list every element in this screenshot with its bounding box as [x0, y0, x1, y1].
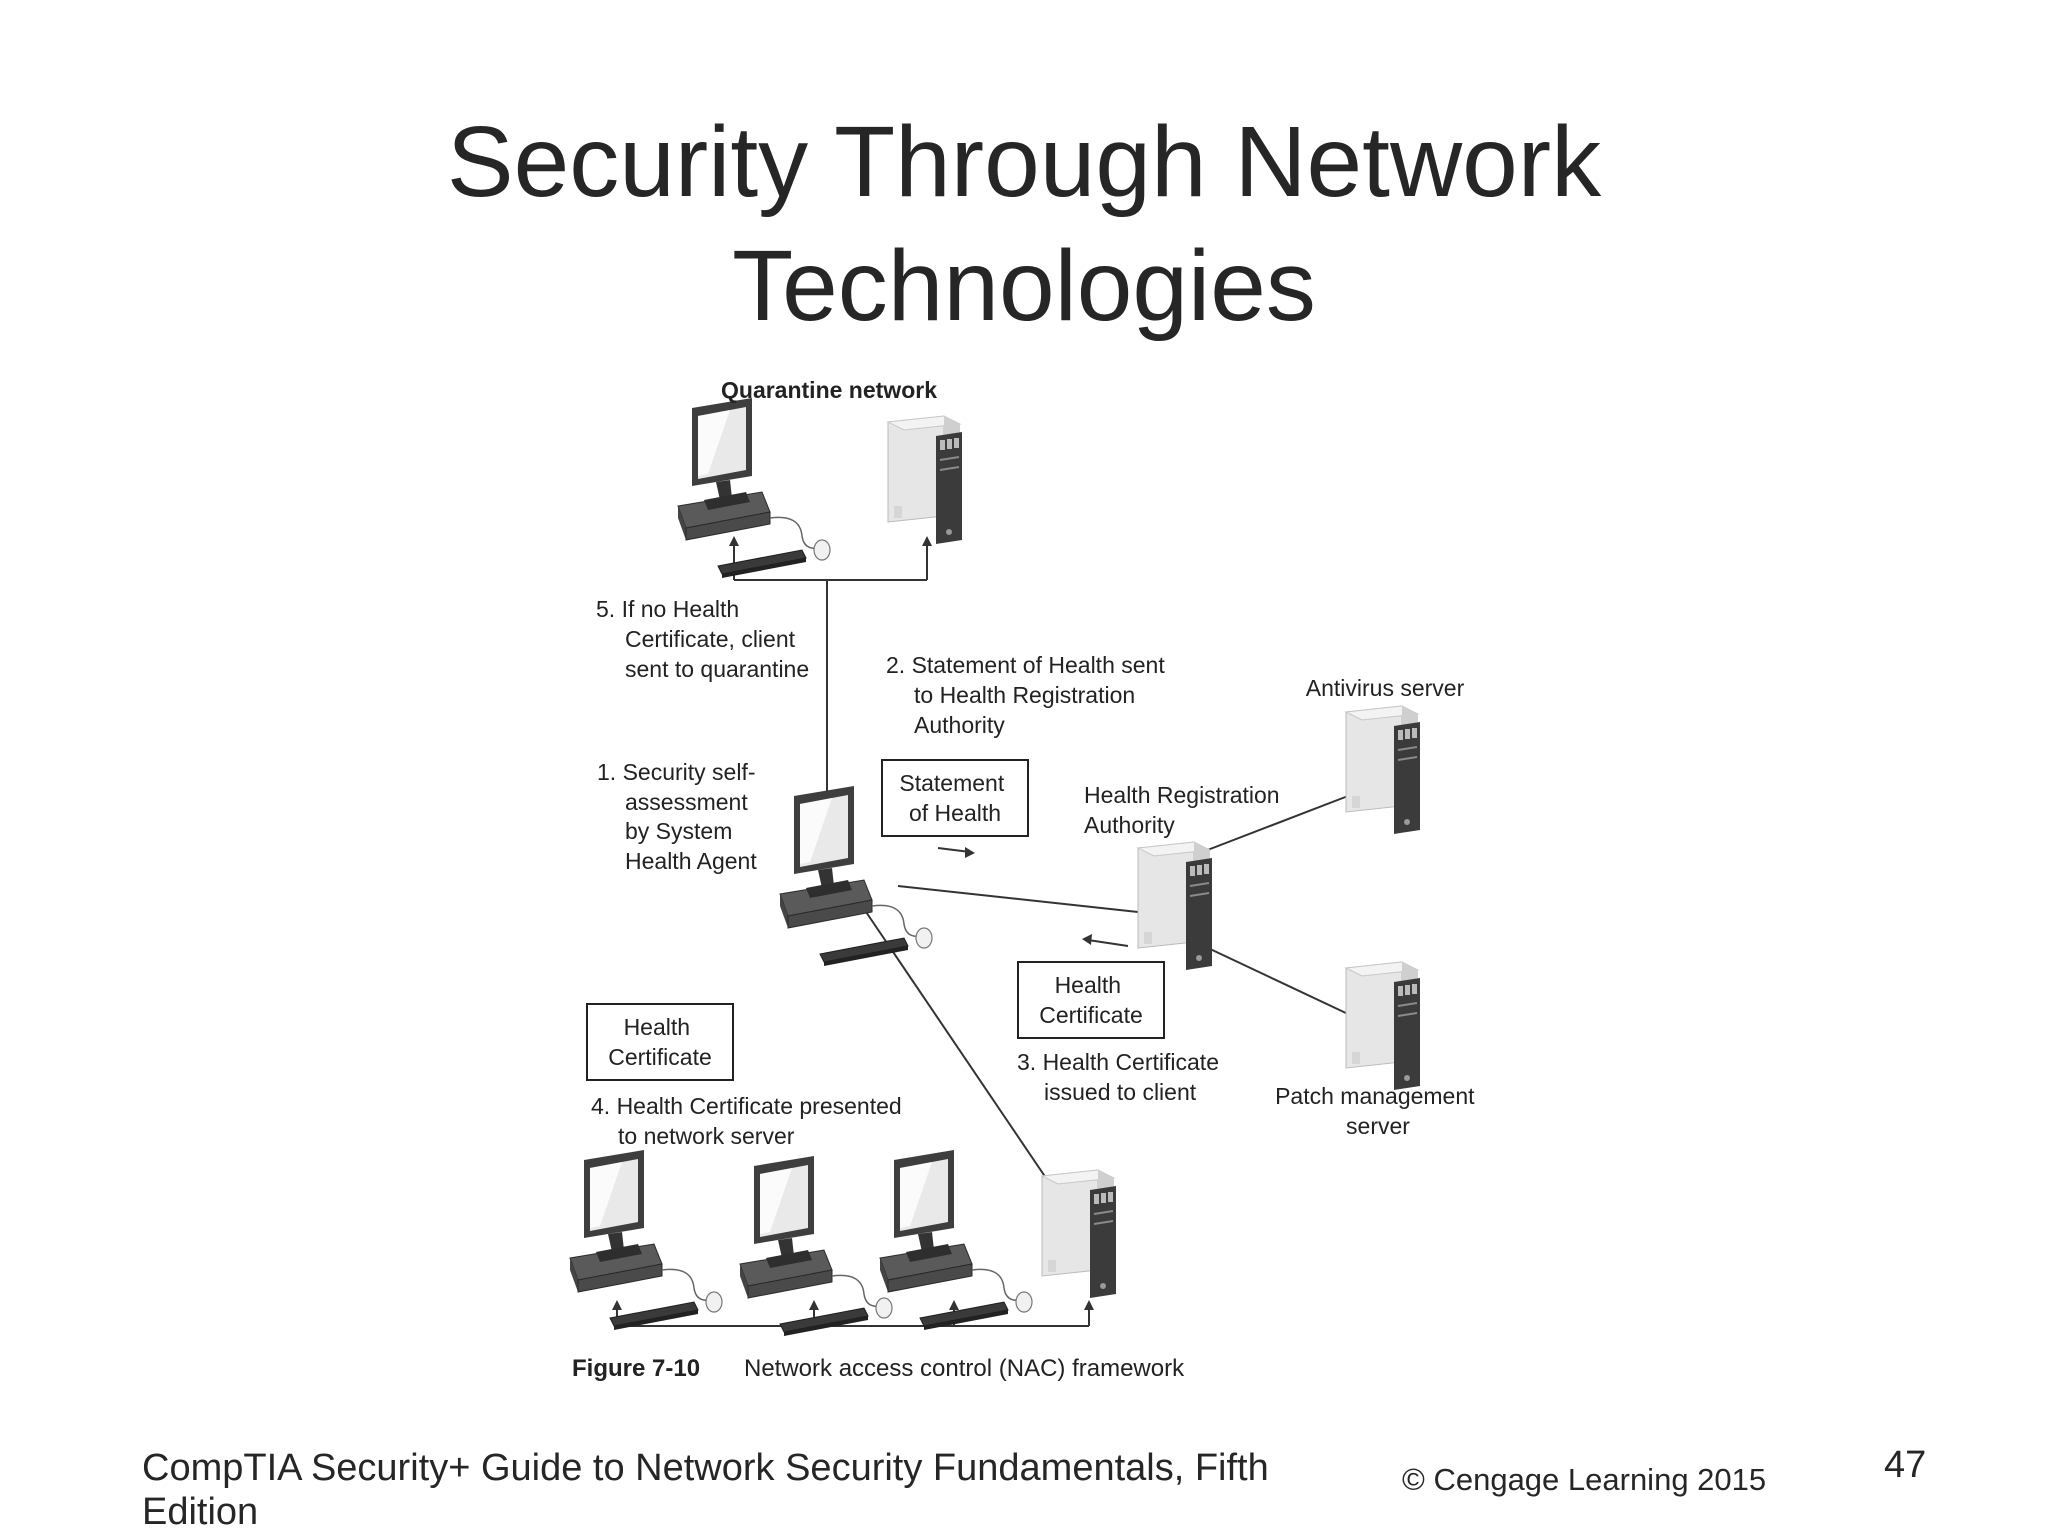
step-3-label: 3. Health Certificate issued to client [1017, 1049, 1225, 1105]
title-line-1: Security Through Network [446, 106, 1602, 218]
hra-label: Health Registration Authority [1084, 782, 1286, 838]
network-pc-3-icon [879, 1149, 1033, 1331]
quarantine-pc-icon [677, 397, 831, 579]
slide-title: Security Through Network Technologies [0, 100, 2048, 348]
health-certificate-box-center [1017, 961, 1165, 1039]
line-soh-arrow [937, 847, 971, 853]
patch-management-server-label: Patch management server [1275, 1083, 1481, 1139]
patch-server-icon [1345, 961, 1421, 1091]
antivirus-server-label: Antivirus server [1306, 675, 1465, 701]
antivirus-server-icon [1345, 705, 1421, 835]
network-server-icon [1041, 1169, 1117, 1299]
quarantine-network-label: Quarantine network [721, 377, 937, 403]
health-certificate-box-left-label: Health Certificate [608, 1014, 712, 1070]
footer-copyright: © Cengage Learning 2015 [1402, 1462, 1767, 1497]
step-4-label: 4. Health Certificate presented to netwo… [591, 1093, 908, 1149]
health-certificate-box-left [586, 1003, 734, 1081]
statement-of-health-box [881, 759, 1029, 837]
arrowheads [612, 536, 1094, 1310]
step-1-label: 1. Security self- assessment by System H… [597, 759, 762, 874]
line-hra-to-patch [1207, 947, 1349, 1015]
line-client-to-hra [897, 885, 1139, 913]
network-pc-1-icon [569, 1149, 723, 1331]
step-5-label: 5. If no Health Certificate, client sent… [596, 596, 809, 682]
step-2-label: 2. Statement of Health sent to Health Re… [886, 652, 1171, 738]
hra-server-icon [1137, 841, 1213, 971]
line-hra-to-antivirus [1191, 795, 1349, 857]
line-hc-return-arrow [1087, 939, 1129, 947]
health-certificate-box-center-label: Health Certificate [1039, 972, 1143, 1028]
footer-book-title: CompTIA Security+ Guide to Network Secur… [142, 1447, 1269, 1533]
statement-of-health-box-label: Statement of Health [899, 770, 1010, 826]
figure-caption: Figure 7-10 Network access control (NAC)… [572, 1355, 1185, 1382]
quarantine-server-icon [887, 415, 963, 545]
title-line-2: Technologies [732, 230, 1316, 342]
page-number: 47 [1884, 1444, 1927, 1486]
